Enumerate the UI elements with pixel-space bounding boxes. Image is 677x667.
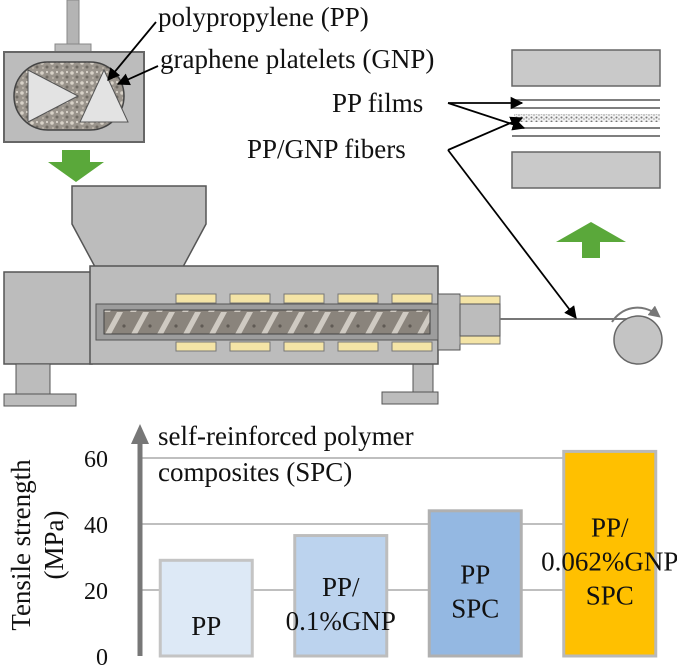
bar-label: 0.1%GNP <box>286 606 396 636</box>
y-axis-arrow-icon <box>131 424 149 444</box>
chart-title: self-reinforced polymer <box>158 421 414 451</box>
take-up-roll <box>613 315 663 365</box>
pointer-film-bottom <box>447 102 526 131</box>
mixer-rotor-left <box>27 69 80 123</box>
bar-label: 0.062%GNP <box>541 547 677 577</box>
bar-label: PP/ <box>322 572 360 602</box>
down-arrow-icon <box>48 150 104 182</box>
mixer-feed-rod <box>66 0 80 49</box>
rotation-arrow-icon <box>611 305 661 323</box>
bar <box>158 558 254 658</box>
die-heater-bottom <box>459 335 501 345</box>
extruder-motor <box>3 271 93 365</box>
hot-press-stack <box>511 49 661 189</box>
bar <box>427 509 523 658</box>
extruder-leg-right <box>412 363 434 395</box>
y-axis-label: (MPa) <box>39 511 69 580</box>
extruder <box>3 185 501 407</box>
press-plate-bottom <box>511 151 661 189</box>
extruder-die-block <box>437 293 461 351</box>
extruder-screw <box>103 309 431 335</box>
gnp-label: graphene platelets (GNP) <box>160 44 434 74</box>
pointer-fiber-line <box>447 149 577 320</box>
die-heater-top <box>459 295 501 305</box>
chart-title: composites (SPC) <box>158 457 352 487</box>
bar-label: PP/ <box>591 513 629 543</box>
bar <box>562 449 658 658</box>
bar-label: SPC <box>451 593 499 623</box>
up-arrow-icon <box>556 222 626 258</box>
pointer-fiber-layer <box>447 116 524 151</box>
bar <box>293 534 389 658</box>
extruder-foot-right <box>381 391 439 405</box>
mixer-rotor-right <box>79 68 129 123</box>
press-plate-top <box>511 49 661 87</box>
bar-label: PP <box>460 559 490 589</box>
gnp-fiber-layer <box>514 114 660 122</box>
extruder-foot-left <box>3 393 77 407</box>
bar-label: SPC <box>586 581 634 611</box>
y-tick-label: 20 <box>84 579 108 605</box>
pp-label: polypropylene (PP) <box>158 2 369 32</box>
fibers-label: PP/GNP fibers <box>247 134 406 164</box>
y-tick-label: 60 <box>84 447 108 473</box>
y-tick-label: 0 <box>96 645 108 667</box>
pointer-arrows <box>107 21 577 320</box>
mixer <box>3 0 145 143</box>
y-tick-label: 40 <box>84 513 108 539</box>
pp-films-label: PP films <box>332 88 423 118</box>
tensile-strength-chart: 0 20 40 60 Tensile strength(MPa) self-reinfor… <box>6 421 677 667</box>
pointer-pp <box>107 21 157 81</box>
pointer-gnp <box>116 65 159 86</box>
y-axis-label: Tensile strength <box>6 459 36 631</box>
extruder-leg-left <box>15 363 51 397</box>
extruder-die <box>459 303 501 337</box>
bar-label: PP <box>191 611 221 641</box>
heater-bands <box>175 293 433 352</box>
